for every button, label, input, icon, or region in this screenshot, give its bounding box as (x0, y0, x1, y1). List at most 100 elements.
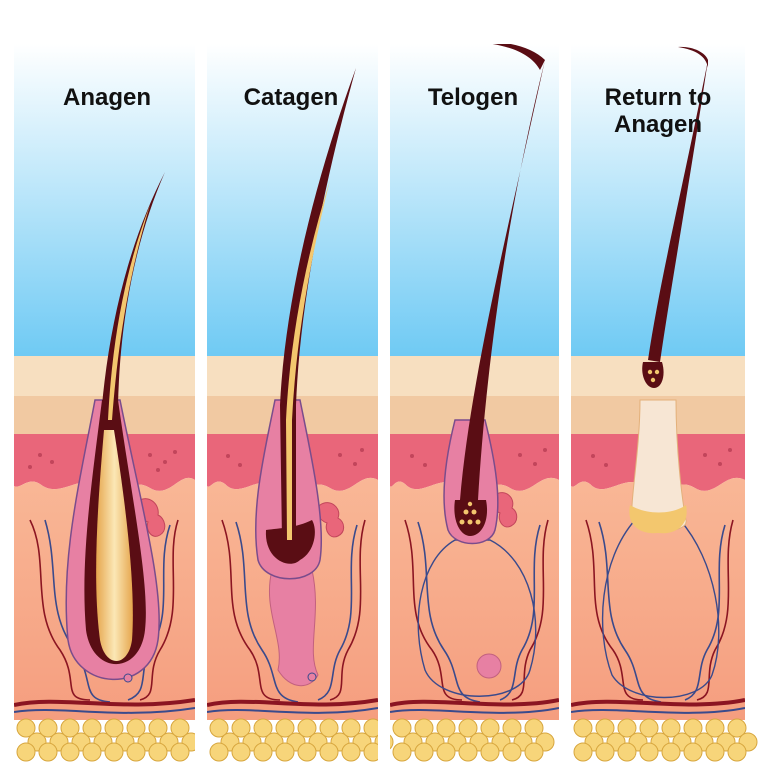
panel-anagen (14, 44, 195, 720)
fat-cell (341, 742, 361, 762)
fat-cell (104, 718, 124, 738)
fat-cell (502, 718, 522, 738)
panel-title-return-to-anagen: Return to Anagen (604, 84, 712, 138)
new-hair-bulb (629, 505, 687, 534)
fat-cell (297, 742, 317, 762)
panel-return-to-anagen (571, 44, 745, 720)
pores (226, 448, 364, 467)
deep-vessel-blue (14, 707, 195, 714)
epidermis-layer (390, 356, 559, 396)
blood-vessel-red (511, 519, 549, 701)
fat-cell (661, 718, 681, 738)
fat-cell (414, 742, 434, 762)
fat-cell (573, 742, 593, 762)
fat-cell (38, 718, 58, 738)
sky-background (14, 44, 195, 356)
deep-vessel-blue (390, 707, 559, 714)
blood-vessel-blue (417, 521, 481, 703)
blood-vessel-red (139, 519, 179, 701)
dermis-layer (390, 477, 559, 720)
fat-cell (480, 718, 500, 738)
shed-club (642, 362, 664, 388)
fat-cell (502, 742, 522, 762)
fat-cell (319, 742, 339, 762)
fat-cell (595, 742, 615, 762)
dermis-layer (571, 477, 745, 720)
fat-tissue-layer (16, 718, 758, 762)
club-hair-keratin (647, 369, 660, 383)
fat-cell (82, 718, 102, 738)
fat-cell (524, 742, 544, 762)
fat-cell (170, 742, 190, 762)
blood-vessel-red (696, 519, 734, 701)
dermal-papilla (123, 673, 133, 683)
blood-vessel-red (404, 519, 463, 701)
fat-cell (253, 742, 273, 762)
fat-cell (319, 718, 339, 738)
fat-cell (705, 718, 725, 738)
fat-cell (38, 742, 58, 762)
fat-cell (617, 742, 637, 762)
fat-cell (414, 718, 434, 738)
fat-cell (82, 742, 102, 762)
dermal-papilla (307, 672, 317, 682)
dermal-papilla (476, 653, 502, 679)
fat-cell (392, 742, 412, 762)
blood-vessel-blue (235, 521, 299, 703)
fat-cell (705, 742, 725, 762)
blood-vessel-blue (598, 521, 662, 703)
blood-vessel-red (329, 519, 366, 701)
fat-cell (253, 718, 273, 738)
blood-vessel-blue (499, 524, 541, 701)
fat-cell (458, 718, 478, 738)
sky-background (390, 44, 559, 356)
regressing-follicle (268, 569, 319, 687)
panel-title-anagen: Anagen (62, 84, 151, 111)
blood-vessel-red (221, 519, 281, 701)
fat-cell (617, 718, 637, 738)
hair-highlight (108, 205, 150, 420)
fat-cell (231, 718, 251, 738)
panel-dividers (195, 30, 571, 763)
fat-cell (661, 742, 681, 762)
fat-cell (683, 742, 703, 762)
deep-vessel-blue (207, 707, 378, 714)
fat-cell (639, 718, 659, 738)
fat-cell (209, 742, 229, 762)
club-hair-keratin (459, 501, 481, 525)
blood-vessel-red (29, 519, 91, 701)
hair-bulb (96, 430, 133, 661)
fat-cell (209, 718, 229, 738)
blood-vessel-blue (684, 524, 726, 701)
fat-cell (436, 742, 456, 762)
fat-cell (683, 718, 703, 738)
shedding-hair-tip (678, 46, 708, 68)
club-hair (454, 500, 488, 536)
panel-title-telogen: Telogen (427, 84, 519, 111)
fat-cell (458, 742, 478, 762)
fat-cell (392, 718, 412, 738)
fat-cell (60, 742, 80, 762)
fat-cell (16, 742, 36, 762)
deep-vessel (571, 698, 745, 707)
fat-cell (148, 742, 168, 762)
fat-cell (639, 742, 659, 762)
fat-cell (341, 718, 361, 738)
fat-cell (297, 718, 317, 738)
hair-shaft-tip (492, 44, 545, 70)
fat-cell (60, 718, 80, 738)
panel-catagen (207, 44, 378, 720)
pores (28, 450, 177, 472)
hair-club (265, 520, 315, 564)
deep-vessel (14, 698, 195, 707)
fat-cell (524, 718, 544, 738)
fat-cell (148, 718, 168, 738)
hair-shaft (460, 60, 545, 500)
dermal-sheath (601, 519, 720, 699)
deep-vessel (207, 698, 378, 707)
pores (591, 448, 732, 467)
fat-cell (727, 718, 747, 738)
fat-cell (573, 718, 593, 738)
fat-cell (727, 742, 747, 762)
